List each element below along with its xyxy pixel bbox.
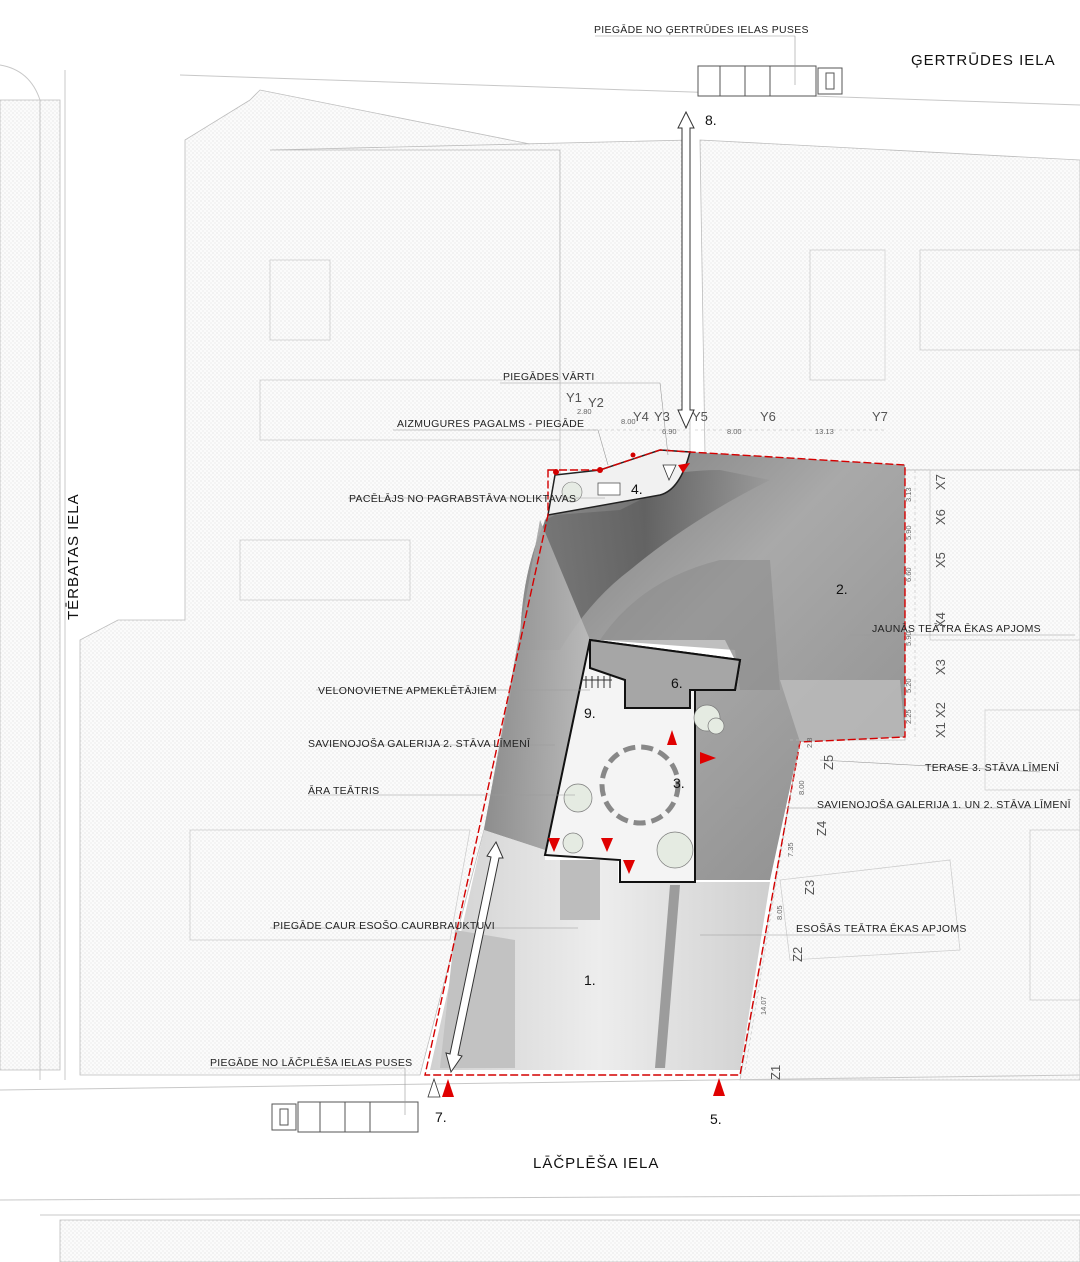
axis-y6: Y6: [760, 409, 776, 424]
label-lift: PACĒLĀJS NO PAGRABSTĀVA NOLIKTAVAS: [349, 493, 576, 505]
label-new-volume: JAUNĀS TEĀTRA ĒKAS APJOMS: [872, 623, 1041, 635]
site-boundary: [424, 449, 906, 1076]
dim-x-7: 2.8: [805, 738, 814, 748]
zone-1: 1.: [584, 972, 596, 988]
axis-z3: Z3: [802, 880, 817, 895]
block-north-east: [699, 139, 1080, 471]
block-far-west: [0, 99, 61, 1071]
truck-north: [697, 65, 843, 97]
axis-x3: X3: [933, 659, 948, 675]
axis-x4: X4: [933, 612, 948, 628]
axis-x1: X1: [933, 722, 948, 738]
delivery-arrow-north: [677, 110, 695, 430]
label-gallery-2: SAVIENOJOŠA GALERIJA 2. STĀVA LĪMENĪ: [308, 737, 530, 750]
dim-z-2: 7.35: [786, 842, 795, 857]
zone-9: 9.: [584, 705, 596, 721]
dim-y-4: 8.00: [727, 427, 742, 436]
zone-6: 6.: [671, 675, 683, 691]
dim-z-4: 14.07: [759, 996, 768, 1015]
entrance-markers: [442, 463, 725, 1097]
axis-y1: Y1: [566, 390, 582, 405]
label-delivery-gertrudes: PIEGĀDE NO ĢERTRŪDES IELAS PUSES: [594, 24, 809, 36]
zone-8: 8.: [705, 112, 717, 128]
axis-z1: Z1: [768, 1065, 783, 1080]
label-delivery-lacplesa: PIEGĀDE NO LĀČPLĒŠA IELAS PUSES: [210, 1056, 412, 1069]
label-terrace: TERASE 3. STĀVA LĪMENĪ: [925, 762, 1059, 774]
axis-y5: Y5: [692, 409, 708, 424]
street-south: LĀČPLĒŠA IELA: [533, 1155, 659, 1172]
label-bike: VELONOVIETNE APMEKLĒTĀJIEM: [318, 685, 497, 697]
leader-lines: [210, 35, 1075, 1115]
zone-7: 7.: [435, 1109, 447, 1125]
axis-x6: X6: [933, 509, 948, 525]
boundary-points: [553, 452, 636, 475]
axis-x7: X7: [933, 474, 948, 490]
label-delivery-gate: PIEGĀDES VĀRTI: [503, 371, 595, 383]
axis-y2: Y2: [588, 395, 604, 410]
street-west: TĒRBATAS IELA: [65, 493, 82, 620]
dim-x-3: 6.60: [904, 567, 913, 582]
axis-y4: Y4: [633, 409, 649, 424]
label-existing-volume: ESOŠĀS TEĀTRA ĒKAS APJOMS: [796, 922, 967, 935]
dim-y-3: 6.90: [662, 427, 677, 436]
dim-z-1: 8.00: [797, 780, 806, 795]
label-outdoor: ĀRA TEĀTRIS: [308, 785, 379, 797]
zone-3: 3.: [673, 775, 685, 791]
vehicle-entry-markers: [427, 464, 677, 1098]
truck-south: [271, 1101, 419, 1133]
label-gallery-1-2: SAVIENOJOŠA GALERIJA 1. UN 2. STĀVA LĪME…: [817, 798, 1071, 811]
axis-y7: Y7: [872, 409, 888, 424]
street-north: ĢERTRŪDES IELA: [911, 52, 1056, 69]
dim-x-6: 2.25: [904, 709, 913, 724]
dim-y-1: 2.80: [577, 407, 592, 416]
new-building-volume: [484, 452, 905, 880]
zone-2: 2.: [836, 581, 848, 597]
dim-x-1: 3.13: [904, 487, 913, 502]
dim-x-2: 5.90: [904, 525, 913, 540]
context-blocks: [0, 89, 1080, 1262]
delivery-arrow-south: [445, 840, 504, 1074]
dim-y-2: 8.00: [621, 417, 636, 426]
axis-z4: Z4: [814, 821, 829, 836]
label-back-yard: AIZMUGURES PAGALMS - PIEGĀDE: [397, 418, 584, 430]
dim-y-5: 13.13: [815, 427, 834, 436]
courtyard: [543, 638, 742, 883]
axis-z2: Z2: [790, 947, 805, 962]
axis-x5: X5: [933, 552, 948, 568]
axis-z5: Z5: [821, 755, 836, 770]
dim-z-3: 8.05: [775, 905, 784, 920]
axis-y3: Y3: [654, 409, 670, 424]
back-yard: [547, 449, 691, 516]
dim-x-4: 5.90: [904, 631, 913, 646]
block-south: [59, 1219, 1080, 1262]
zone-5: 5.: [710, 1111, 722, 1127]
axis-x2: X2: [933, 702, 948, 718]
roads: [0, 64, 1080, 1216]
dim-x-5: 5.20: [904, 678, 913, 693]
zone-4: 4.: [631, 481, 643, 497]
label-drive-through: PIEGĀDE CAUR ESOŠO CAURBRAUKTUVI: [273, 919, 495, 932]
